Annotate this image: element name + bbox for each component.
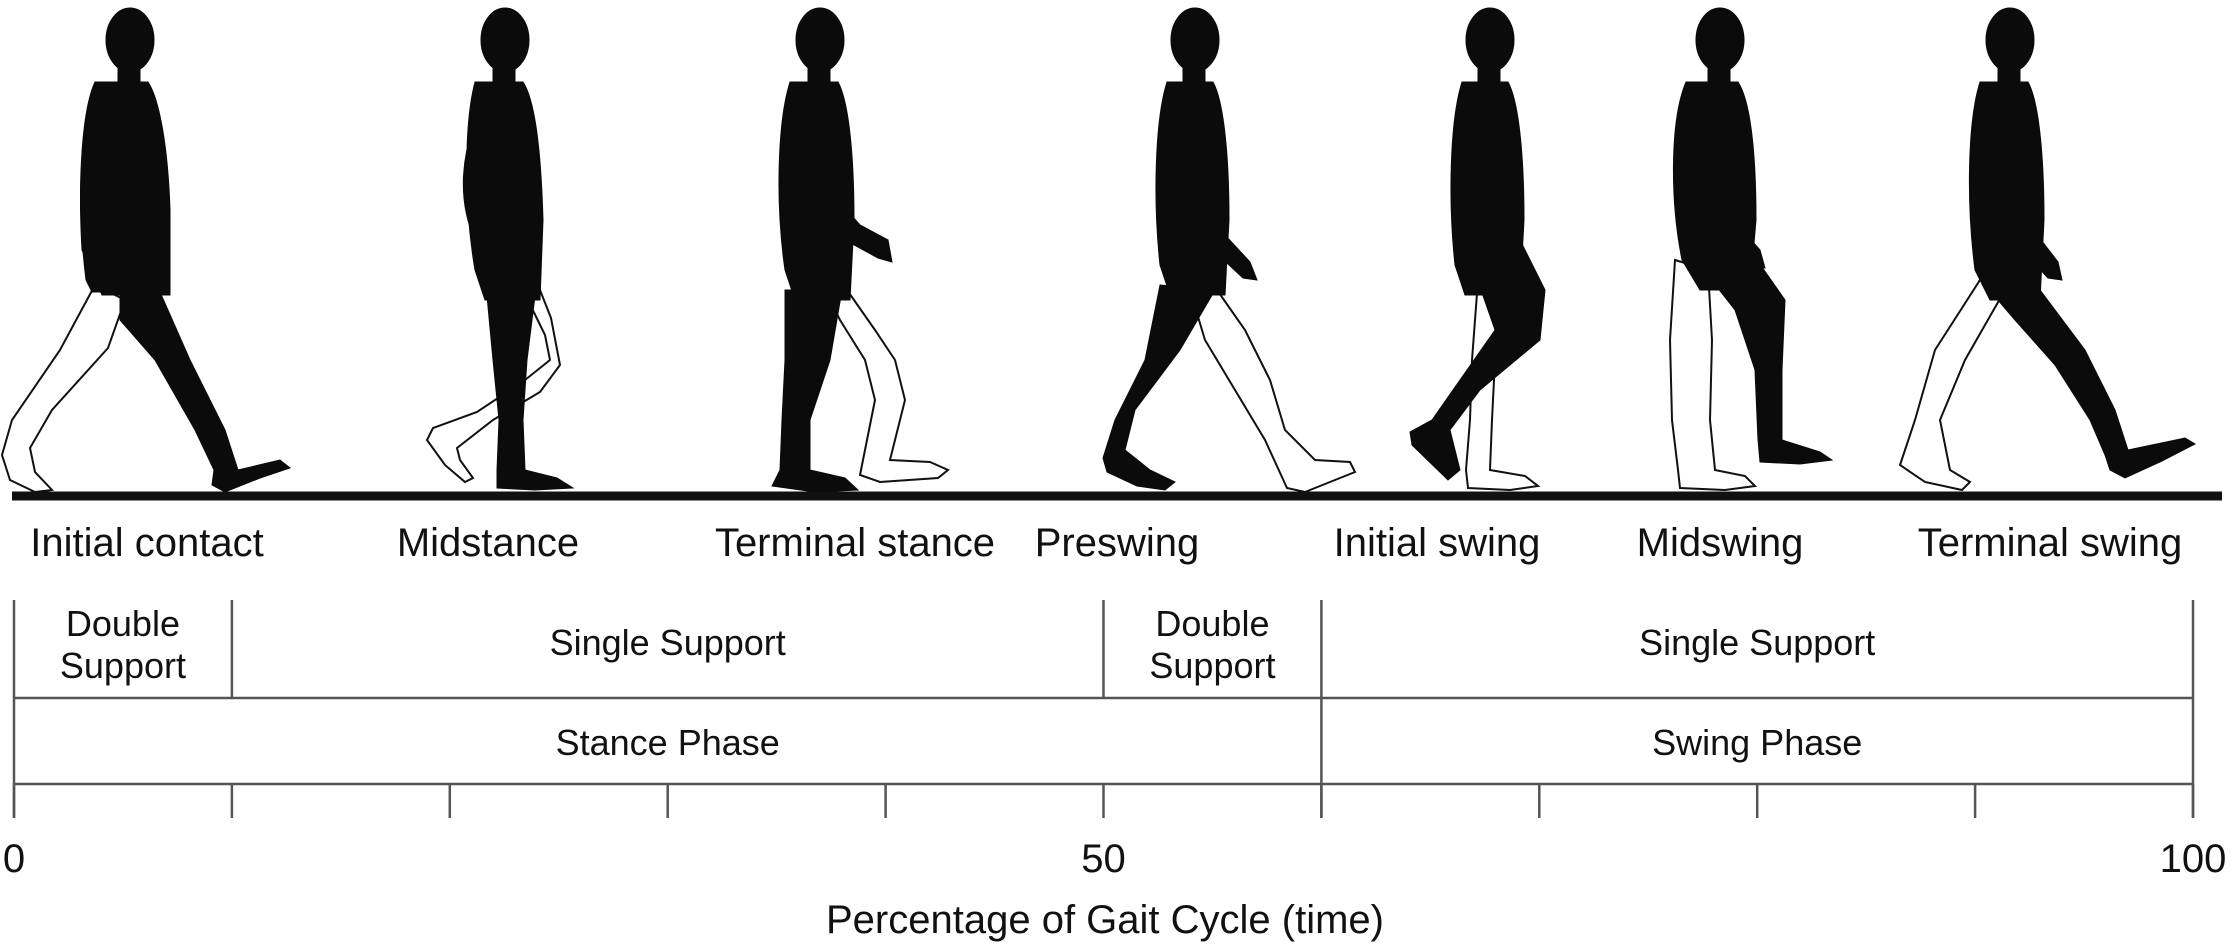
support-cell-label-line1: Double [66, 603, 180, 644]
far-leg [1188, 278, 1357, 494]
figure-midstance [425, 7, 575, 491]
figure-midswing [1668, 7, 1834, 492]
body-silhouette [462, 7, 575, 491]
axis-tick-label: 50 [1081, 837, 1126, 881]
far-leg [1668, 258, 1758, 492]
phase-label: Midswing [1637, 521, 1804, 565]
support-cell-label-line2: Support [60, 645, 186, 686]
far-leg [425, 289, 562, 484]
support-cell-label-line2: Support [1149, 645, 1275, 686]
phase-label: Terminal stance [715, 521, 995, 565]
body-silhouette [1102, 7, 1258, 491]
gait-phase-labels: Initial contact Midstance Terminal stanc… [30, 521, 2182, 565]
phase-cell-label: Stance Phase [556, 722, 780, 763]
figure-initial-contact [0, 7, 292, 494]
figure-terminal-swing [1898, 7, 2197, 492]
body-silhouette [1968, 7, 2197, 479]
figure-preswing [1102, 7, 1357, 494]
walking-figures [0, 7, 2197, 494]
axis-tick-label: 0 [3, 837, 25, 881]
phase-label: Preswing [1035, 521, 1200, 565]
axis-title: Percentage of Gait Cycle (time) [826, 898, 1384, 942]
phase-label: Initial swing [1334, 521, 1541, 565]
far-leg [0, 283, 127, 494]
support-cell-label: Single Support [550, 622, 786, 663]
far-leg [823, 278, 950, 484]
figure-initial-swing [1409, 7, 1546, 492]
body-silhouette [1672, 7, 1834, 465]
phase-cell-label: Swing Phase [1652, 722, 1862, 763]
figure-terminal-stance [771, 7, 950, 493]
body-silhouette [80, 7, 292, 493]
support-cell-label: Single Support [1639, 622, 1875, 663]
body-silhouette [771, 7, 893, 493]
phase-label: Terminal swing [1918, 521, 2183, 565]
phase-label: Initial contact [30, 521, 263, 565]
axis-tick-label: 100 [2160, 837, 2227, 881]
far-leg [1898, 278, 2007, 492]
phase-label: Midstance [397, 521, 579, 565]
support-cell-label-line1: Double [1155, 603, 1269, 644]
body-silhouette [1409, 7, 1546, 481]
